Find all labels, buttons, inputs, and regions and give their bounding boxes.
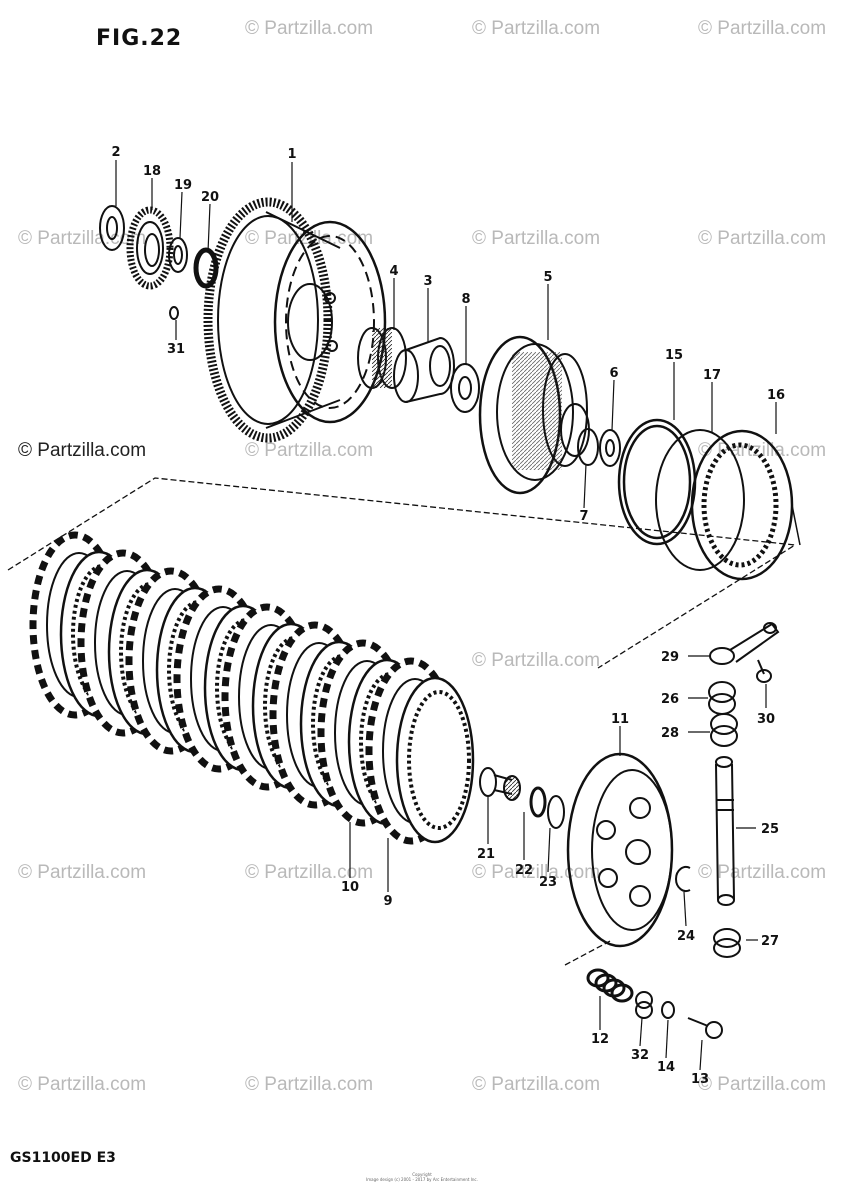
- watermark: © Partzilla.com: [18, 862, 147, 883]
- watermark: © Partzilla.com: [18, 440, 147, 461]
- callout-1: 1: [287, 147, 296, 162]
- part-31-pin: [169, 306, 179, 320]
- part-11-pressure-plate: [566, 752, 674, 948]
- steel-plate-inner-teeth: [407, 690, 471, 830]
- watermark: © Partzilla.com: [18, 1074, 147, 1095]
- part-30-bolt: [756, 659, 772, 683]
- part-25-release-shaft: [715, 756, 735, 906]
- callout-10: 10: [341, 880, 359, 895]
- callout-17: 17: [703, 368, 721, 383]
- watermark: © Partzilla.com: [472, 228, 601, 249]
- callout-30: 30: [757, 712, 775, 727]
- watermark: © Partzilla.com: [698, 1074, 827, 1095]
- callout-20: 20: [201, 190, 219, 205]
- callout-labels: 2 18 19 20 1 4 3 8 5 6 7 15 17 16 31 11 …: [111, 145, 785, 1087]
- copyright-line: Copyright: [412, 1172, 432, 1177]
- callout-18: 18: [143, 164, 161, 179]
- watermark: © Partzilla.com: [472, 1074, 601, 1095]
- figure-title: FIG.22: [96, 26, 183, 51]
- callout-3: 3: [423, 274, 432, 289]
- callout-12: 12: [591, 1032, 609, 1047]
- callout-6: 6: [609, 366, 618, 381]
- part-1-clutch-housing: [203, 197, 387, 443]
- callout-27: 27: [761, 934, 779, 949]
- watermark: © Partzilla.com: [245, 862, 374, 883]
- part-14-washer: [661, 1001, 675, 1019]
- part-8-thrust-washer: [450, 363, 480, 413]
- callout-21: 21: [477, 847, 495, 862]
- callout-11: 11: [611, 712, 629, 727]
- part-4-needle-bearing: [357, 327, 407, 389]
- part-32-spacer: [635, 991, 653, 1019]
- callout-15: 15: [665, 348, 683, 363]
- part-17-seat: [655, 429, 745, 571]
- callout-26: 26: [661, 692, 679, 707]
- callout-23: 23: [539, 875, 557, 890]
- callout-24: 24: [677, 929, 695, 944]
- callout-2: 2: [111, 145, 120, 160]
- part-16-drive-plate: [690, 429, 801, 581]
- part-7-nut: [577, 428, 599, 466]
- copyright-notice: Copyright Image design (c) 2001 - 2017 b…: [0, 1172, 844, 1182]
- part-19-bushing: [168, 237, 188, 273]
- part-29-lever: [709, 622, 780, 665]
- callout-29: 29: [661, 650, 679, 665]
- callout-7: 7: [579, 509, 588, 524]
- model-code: GS1100ED E3: [10, 1150, 116, 1166]
- callout-4: 4: [389, 264, 398, 279]
- callout-28: 28: [661, 726, 679, 741]
- part-23-washer: [547, 795, 565, 829]
- watermark: © Partzilla.com: [698, 228, 827, 249]
- watermark: © Partzilla.com: [472, 650, 601, 671]
- watermark: © Partzilla.com: [698, 862, 827, 883]
- clutch-plate-stack: [29, 531, 475, 845]
- callout-32: 32: [631, 1048, 649, 1063]
- leader-lines: [115, 160, 777, 1071]
- part-22-bearing: [503, 775, 547, 818]
- watermark: © Partzilla.com: [245, 18, 374, 39]
- steel-plate: [395, 676, 475, 844]
- callout-5: 5: [543, 270, 552, 285]
- part-18-gear: [126, 206, 174, 290]
- part-5-clutch-hub: [478, 335, 590, 495]
- copyright-line: Image design (c) 2001 - 2017 by Arc Ente…: [366, 1177, 478, 1182]
- callout-13: 13: [691, 1072, 709, 1087]
- callout-8: 8: [461, 292, 470, 307]
- callout-19: 19: [174, 178, 192, 193]
- part-2-washer: [99, 205, 125, 251]
- watermark: © Partzilla.com: [18, 228, 147, 249]
- watermark: © Partzilla.com: [698, 440, 827, 461]
- part-20-ring: [193, 247, 219, 289]
- part-12-spring: [586, 968, 634, 1003]
- watermark: © Partzilla.com: [245, 440, 374, 461]
- part-27-bearing: [713, 928, 741, 958]
- callout-9: 9: [383, 894, 392, 909]
- part-24-circlip: [675, 866, 691, 892]
- callout-31: 31: [167, 342, 185, 357]
- callout-16: 16: [767, 388, 785, 403]
- callout-14: 14: [657, 1060, 675, 1075]
- part-26-bearing: [708, 681, 736, 715]
- callout-22: 22: [515, 863, 533, 878]
- part-13-bolt: [687, 1017, 723, 1039]
- callout-25: 25: [761, 822, 779, 837]
- watermark: © Partzilla.com: [245, 1074, 374, 1095]
- watermark: © Partzilla.com: [698, 18, 827, 39]
- part-6-washer: [599, 429, 621, 467]
- part-28-bearing: [710, 713, 738, 747]
- plate-group-outline: [7, 477, 797, 966]
- watermark: © Partzilla.com: [472, 18, 601, 39]
- part-3-sleeve: [393, 336, 455, 403]
